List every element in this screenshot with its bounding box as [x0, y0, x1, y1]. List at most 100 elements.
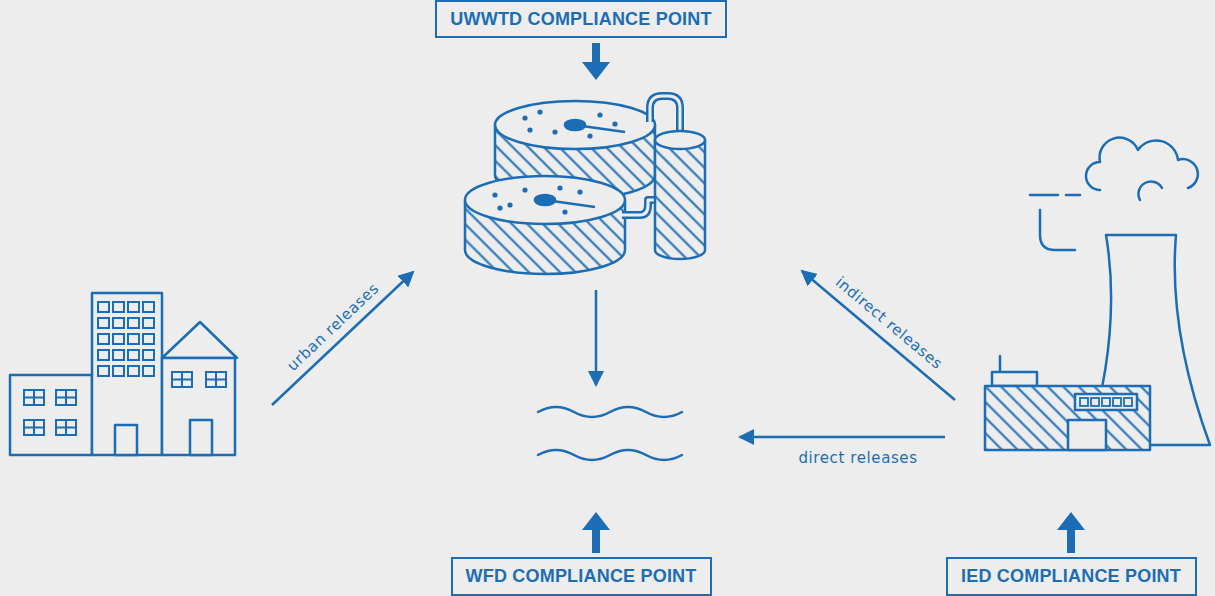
- tower-building: [92, 293, 162, 455]
- window: [24, 397, 44, 399]
- window: [56, 420, 76, 435]
- window: [24, 390, 44, 405]
- bubble: [522, 187, 527, 192]
- water-body: [538, 450, 682, 460]
- block-arrow: [1057, 512, 1085, 553]
- window: [128, 334, 139, 344]
- bubble: [492, 192, 497, 197]
- window: [128, 366, 139, 376]
- bubble: [537, 109, 542, 114]
- tank-top: [465, 176, 625, 224]
- window: [98, 350, 109, 360]
- house: [162, 358, 235, 455]
- window: [128, 318, 139, 328]
- bubble: [562, 209, 567, 214]
- pipe-line: [1030, 194, 1058, 197]
- window: [113, 350, 124, 360]
- compliance-point-box: UWWTD COMPLIANCE POINT: [435, 0, 727, 38]
- window: [113, 318, 124, 328]
- silo-top: [655, 131, 705, 149]
- window: [56, 390, 76, 405]
- window: [1113, 398, 1121, 406]
- window: [56, 420, 76, 435]
- window: [206, 372, 226, 387]
- window-band: [1075, 394, 1137, 410]
- bubble: [507, 202, 512, 207]
- bubble: [552, 129, 557, 134]
- window: [1080, 398, 1088, 406]
- pipe-line: [1066, 194, 1080, 197]
- pipe: [622, 200, 658, 215]
- window: [56, 390, 76, 405]
- flow-arrows: [272, 271, 955, 437]
- steam: [1086, 138, 1198, 190]
- window: [56, 397, 76, 399]
- window: [143, 334, 154, 344]
- water-dots: [492, 109, 617, 214]
- window: [1102, 398, 1110, 406]
- box-label: UWWTD COMPLIANCE POINT: [450, 9, 711, 30]
- block-arrow: [582, 512, 610, 553]
- window: [113, 366, 124, 376]
- flow-label: indirect releases: [832, 273, 946, 373]
- roof-box: [992, 372, 1037, 386]
- tank-top: [495, 101, 655, 149]
- water-body: [538, 407, 682, 417]
- window: [206, 372, 226, 387]
- windows: [24, 302, 226, 435]
- bubble: [597, 112, 602, 117]
- pipe: [622, 200, 658, 215]
- window: [128, 302, 139, 312]
- mixer-arm: [575, 125, 625, 132]
- bubble: [557, 185, 562, 190]
- compliance-point-box: WFD COMPLIANCE POINT: [451, 557, 712, 596]
- box-label: IED COMPLIANCE POINT: [961, 566, 1181, 587]
- window: [98, 302, 109, 312]
- window: [98, 318, 109, 328]
- box-label: WFD COMPLIANCE POINT: [466, 566, 697, 587]
- water-body: [538, 407, 682, 460]
- compliance-point-box: IED COMPLIANCE POINT: [946, 557, 1197, 596]
- window: [143, 366, 154, 376]
- bubble: [587, 133, 592, 138]
- window: [143, 302, 154, 312]
- window: [24, 427, 44, 429]
- urban-arrow: [272, 272, 413, 405]
- pipe-line: [1040, 210, 1075, 250]
- silo: [655, 140, 705, 259]
- direct-arrow: [740, 436, 945, 439]
- window: [1091, 398, 1099, 406]
- city-buildings: [10, 293, 237, 455]
- treatment-plant: [465, 96, 705, 274]
- bubble: [577, 189, 582, 194]
- window: [24, 420, 44, 435]
- window: [172, 379, 192, 381]
- steam: [1138, 181, 1162, 200]
- window: [1124, 398, 1132, 406]
- bubble: [612, 121, 617, 126]
- window: [143, 318, 154, 328]
- window: [113, 302, 124, 312]
- window: [128, 350, 139, 360]
- window: [113, 334, 124, 344]
- window: [98, 334, 109, 344]
- house-roof: [162, 322, 237, 358]
- flow-label: direct releases: [798, 449, 917, 467]
- window: [143, 350, 154, 360]
- window: [98, 366, 109, 376]
- bubble: [497, 205, 502, 210]
- window: [206, 379, 226, 381]
- compliance-arrows: [582, 43, 1085, 553]
- window: [24, 420, 44, 435]
- bubble: [527, 127, 532, 132]
- effluent-arrow: [595, 290, 598, 385]
- low-building: [10, 375, 92, 455]
- window: [56, 427, 76, 429]
- door: [190, 420, 212, 455]
- factory-building: [985, 386, 1150, 450]
- bubble: [522, 115, 527, 120]
- factory-windows: [1080, 398, 1132, 406]
